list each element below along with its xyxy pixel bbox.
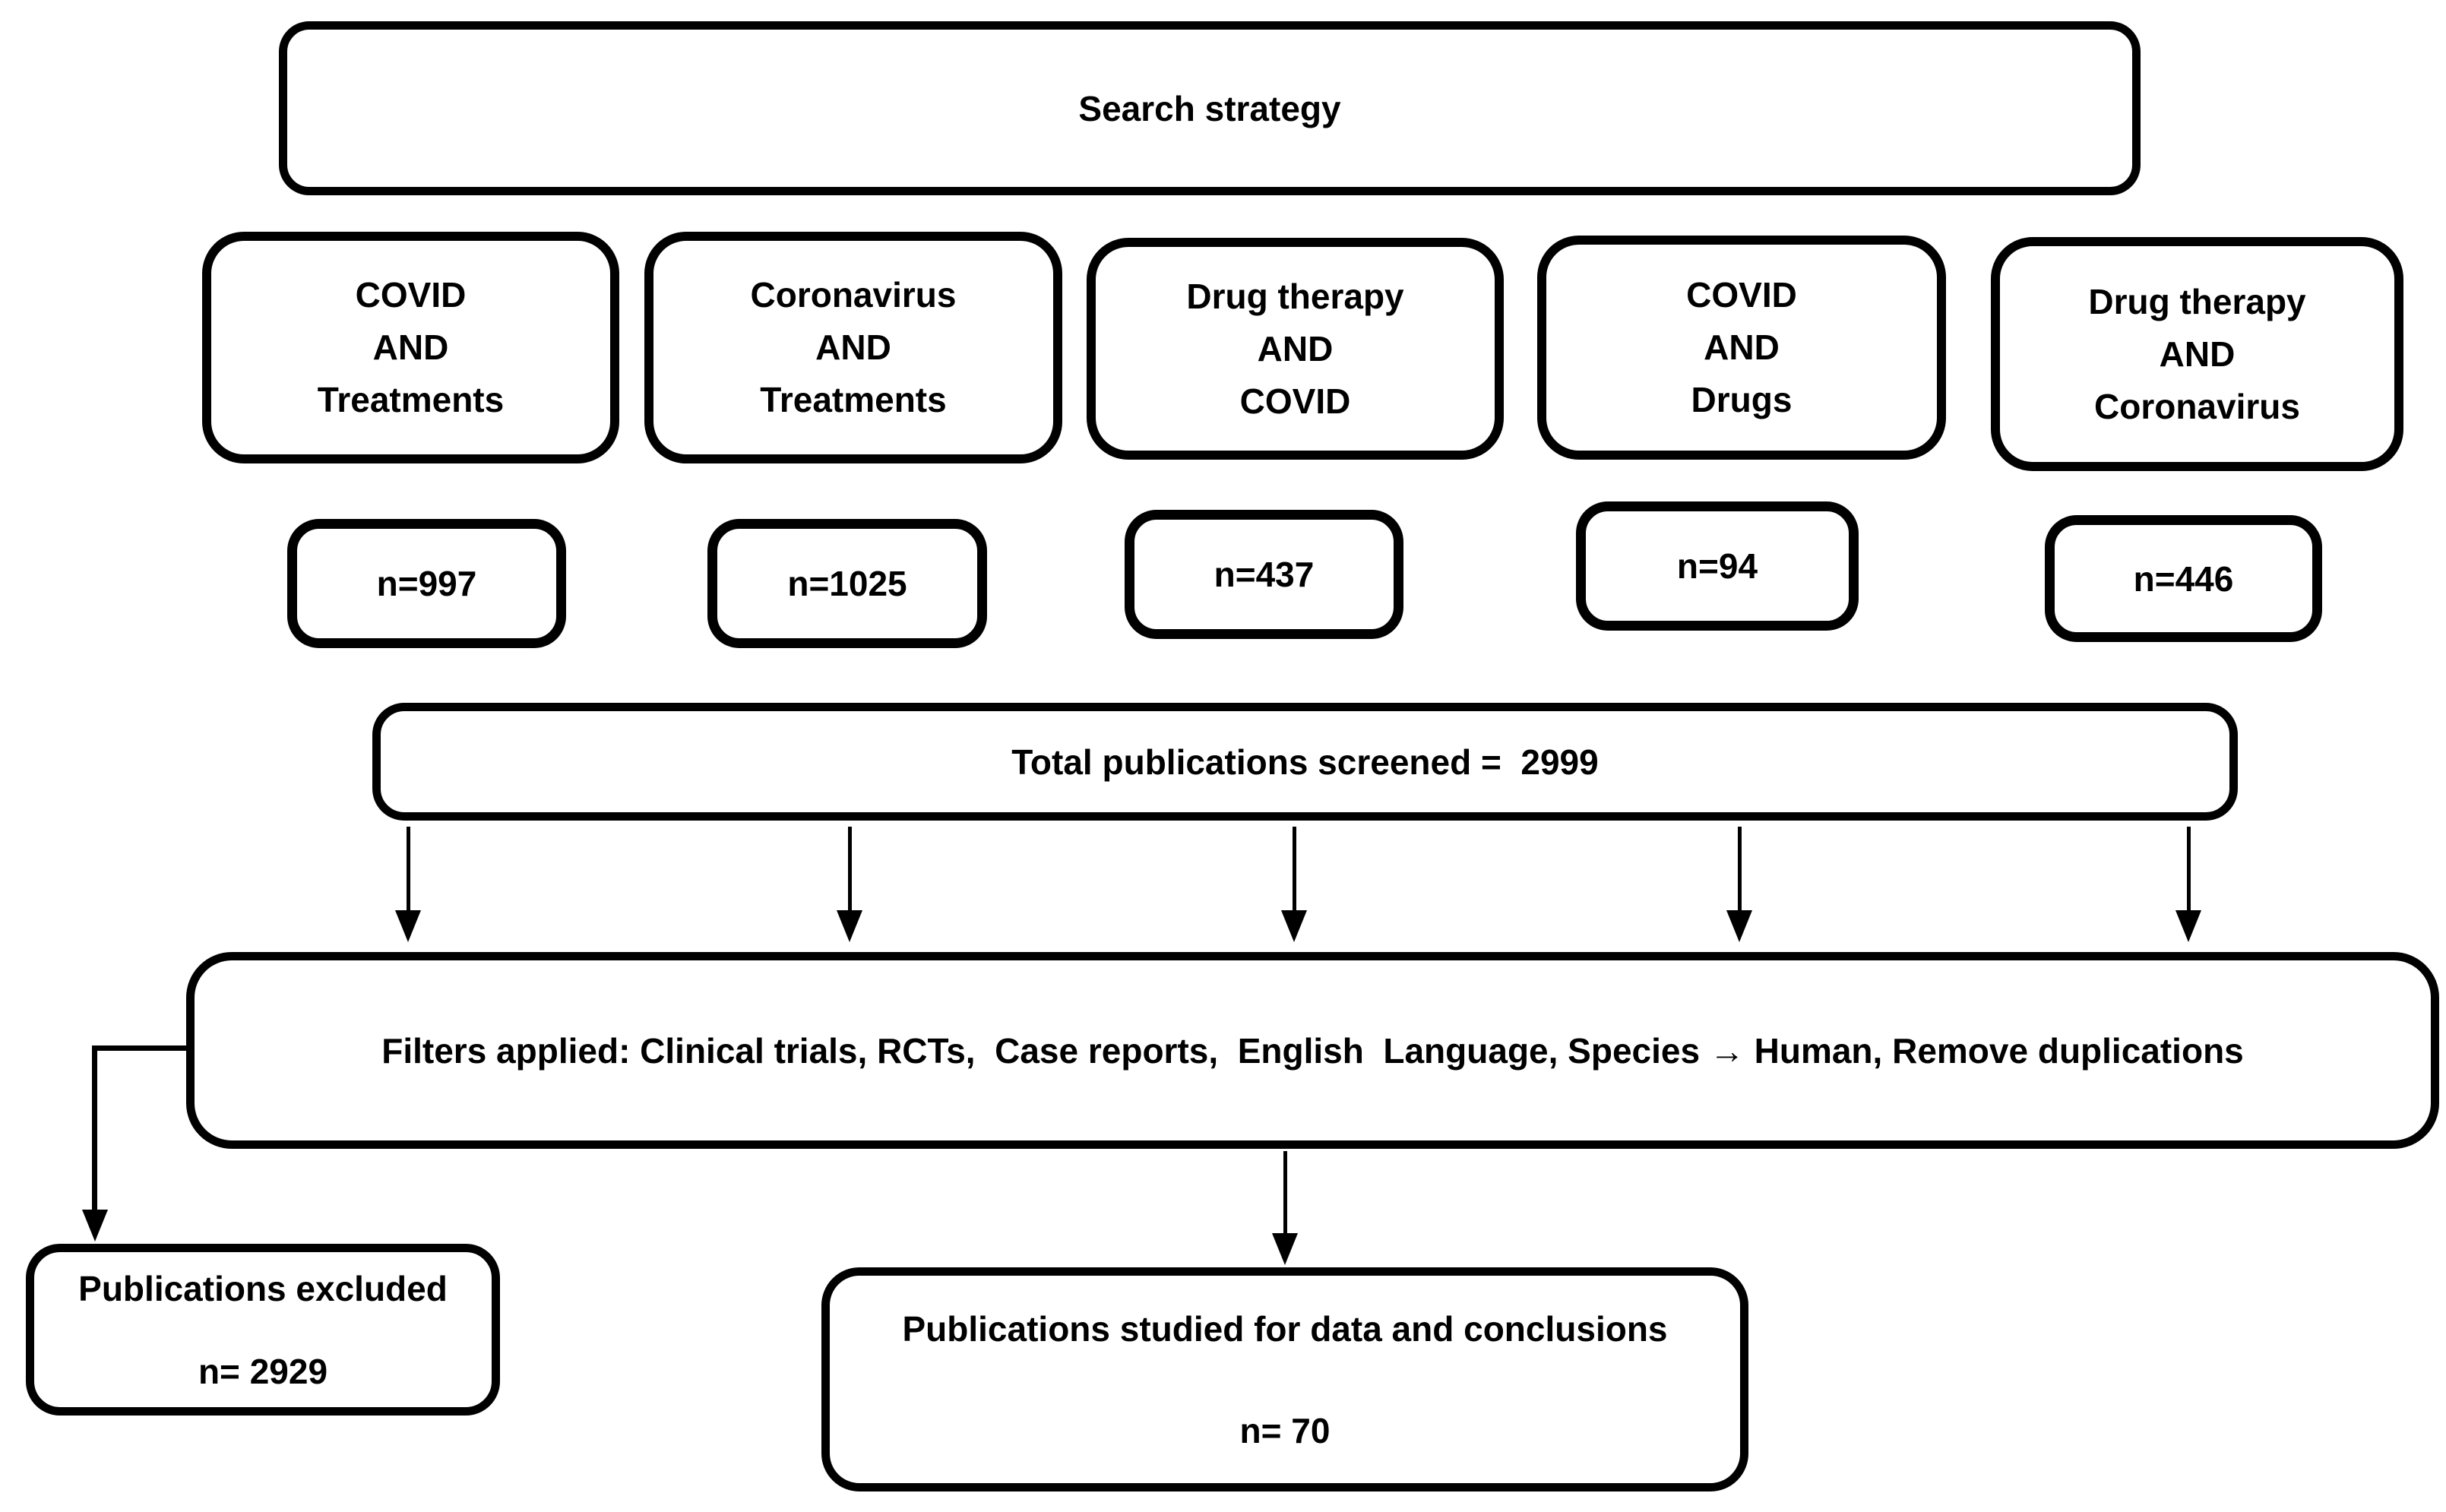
arrow-head	[2175, 910, 2201, 942]
filters-applied-box: Filters applied: Clinical trials, RCTs, …	[186, 952, 2439, 1149]
total-screened-box: Total publications screened = 2999	[372, 703, 2238, 821]
count-box-drugtherapy-covid: n=437	[1125, 510, 1403, 639]
keyword-box-drugtherapy-covid: Drug therapy AND COVID	[1087, 238, 1504, 460]
arrow-shaft	[847, 827, 852, 910]
arrow-head	[1726, 910, 1752, 942]
count-label: n=437	[1214, 555, 1315, 594]
down-arrow-icon	[394, 827, 422, 942]
keyword-line: Drug therapy	[1186, 276, 1404, 316]
excluded-count-label: n= 2929	[198, 1351, 328, 1391]
arrow-shaft	[1283, 1151, 1287, 1233]
count-box-covid-drugs: n=94	[1576, 501, 1859, 631]
keyword-line: AND	[1257, 328, 1334, 369]
arrow-shaft	[1737, 827, 1742, 910]
keyword-line: AND	[2159, 334, 2236, 374]
keyword-line: Coronavirus	[750, 275, 957, 315]
filters-applied-label: Filters applied: Clinical trials, RCTs, …	[381, 1030, 2244, 1071]
keyword-box-coronavirus-treatments: Coronavirus AND Treatments	[644, 232, 1062, 463]
count-label: n=94	[1676, 546, 1758, 586]
total-screened-label: Total publications screened = 2999	[1011, 742, 1599, 782]
down-arrow-icon	[1280, 827, 1308, 942]
excluded-title-label: Publications excluded	[78, 1268, 448, 1308]
search-strategy-box: Search strategy	[279, 21, 2141, 195]
arrow-head	[1272, 1233, 1298, 1265]
publications-studied-box: Publications studied for data and conclu…	[821, 1267, 1748, 1491]
excluded-branch-hline	[92, 1045, 194, 1051]
count-box-coronavirus-treatments: n=1025	[707, 519, 987, 648]
count-label: n=997	[376, 564, 477, 603]
arrow-shaft	[2186, 827, 2191, 910]
down-arrow-icon	[836, 827, 863, 942]
arrow-shaft	[1292, 827, 1296, 910]
arrow-head	[1281, 910, 1307, 942]
keyword-line: Coronavirus	[2094, 386, 2300, 426]
keyword-line: AND	[1704, 327, 1780, 367]
keyword-line: Drug therapy	[2088, 281, 2306, 321]
excluded-branch-arrow-head	[82, 1210, 108, 1242]
keyword-line: Treatments	[760, 380, 947, 419]
keyword-box-covid-drugs: COVID AND Drugs	[1537, 236, 1946, 460]
search-strategy-label: Search strategy	[1078, 88, 1341, 128]
down-arrow-icon	[2175, 827, 2202, 942]
keyword-line: AND	[815, 327, 891, 367]
arrow-head	[837, 910, 862, 942]
count-label: n=1025	[787, 564, 907, 603]
keyword-line: COVID	[1686, 275, 1797, 315]
publications-excluded-box: Publications excluded n= 2929	[26, 1244, 500, 1416]
keyword-box-covid-treatments: COVID AND Treatments	[202, 232, 619, 463]
studied-count-label: n= 70	[1239, 1410, 1331, 1450]
keyword-line: COVID	[1239, 381, 1351, 421]
count-box-drugtherapy-coronavirus: n=446	[2045, 515, 2322, 642]
arrow-head	[395, 910, 421, 942]
down-arrow-icon	[1271, 1151, 1299, 1265]
down-arrow-icon	[1726, 827, 1753, 942]
keyword-line: AND	[372, 327, 449, 367]
count-box-covid-treatments: n=997	[287, 519, 566, 648]
studied-title-label: Publications studied for data and conclu…	[902, 1308, 1668, 1349]
excluded-branch-vline	[92, 1045, 97, 1210]
keyword-box-drugtherapy-coronavirus: Drug therapy AND Coronavirus	[1991, 237, 2403, 471]
keyword-line: COVID	[355, 275, 467, 315]
keyword-line: Treatments	[317, 380, 505, 419]
count-label: n=446	[2133, 558, 2234, 599]
arrow-shaft	[406, 827, 410, 910]
keyword-line: Drugs	[1691, 380, 1793, 419]
